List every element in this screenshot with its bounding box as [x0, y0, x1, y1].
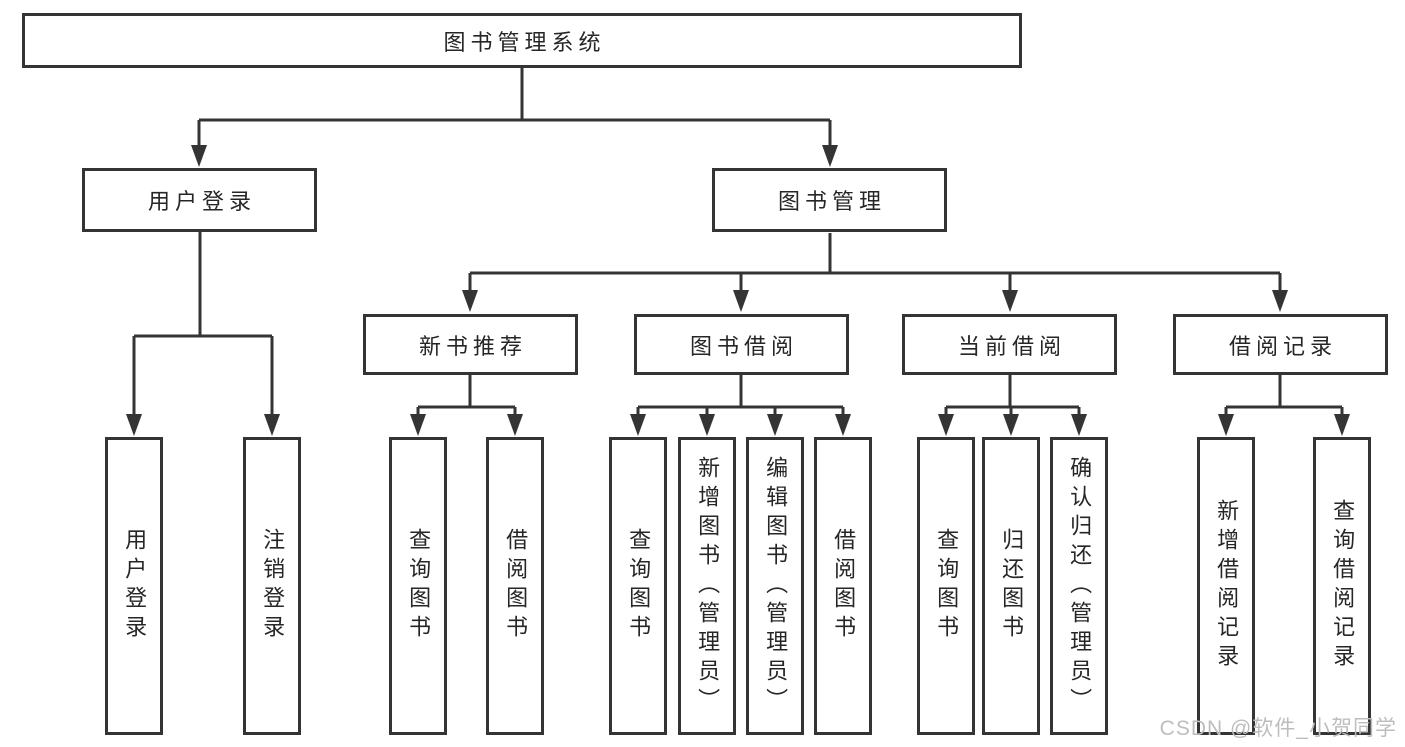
- node-current-borrowing: 当前借阅: [902, 314, 1117, 375]
- node-label: 编辑图书（管理员）: [763, 455, 789, 717]
- node-label: 借阅图书: [503, 528, 529, 644]
- node-label: 用户登录: [147, 189, 256, 214]
- node-label: 图书管理: [777, 189, 886, 214]
- leaf-borrowing-borrow-book: 借阅图书: [814, 437, 872, 735]
- arrowhead: [507, 414, 523, 436]
- node-label: 查询借阅记录: [1330, 499, 1356, 673]
- leaf-record-query-borrow-record: 查询借阅记录: [1313, 437, 1371, 735]
- leaf-record-add-borrow-record: 新增借阅记录: [1197, 437, 1255, 735]
- node-label: 图书借阅: [689, 333, 798, 359]
- node-library-management-system: 图书管理系统: [22, 13, 1022, 68]
- leaf-borrowing-query-book: 查询图书: [609, 437, 667, 735]
- node-borrowing-records: 借阅记录: [1173, 314, 1388, 375]
- leaf-user-login: 用户登录: [105, 437, 163, 735]
- arrowhead: [733, 290, 749, 312]
- node-label: 借阅记录: [1228, 333, 1337, 359]
- node-label: 确认归还（管理员）: [1067, 455, 1093, 717]
- node-label: 图书管理系统: [443, 29, 606, 55]
- node-label: 当前借阅: [957, 333, 1066, 359]
- arrowhead: [1272, 290, 1288, 312]
- arrowhead: [835, 414, 851, 436]
- node-user-login: 用户登录: [82, 168, 317, 232]
- node-label: 查询图书: [626, 528, 652, 644]
- node-label: 归还图书: [999, 528, 1025, 644]
- arrowhead: [1002, 290, 1018, 312]
- node-label: 查询图书: [934, 528, 960, 644]
- node-label: 新增借阅记录: [1214, 499, 1240, 673]
- arrowhead: [699, 414, 715, 436]
- leaf-recommend-query-book: 查询图书: [389, 437, 447, 735]
- arrowhead: [264, 414, 280, 436]
- leaf-recommend-borrow-book: 借阅图书: [486, 437, 544, 735]
- node-label: 借阅图书: [831, 528, 857, 644]
- arrowhead: [1218, 414, 1234, 436]
- leaf-borrowing-edit-book-admin: 编辑图书（管理员）: [746, 437, 804, 735]
- node-label: 注销登录: [260, 528, 286, 644]
- arrowhead: [191, 145, 207, 167]
- leaf-logout: 注销登录: [243, 437, 301, 735]
- watermark: CSDN @软件_小贺同学: [1159, 717, 1397, 740]
- arrowhead: [767, 414, 783, 436]
- node-label: 新书推荐: [418, 333, 527, 359]
- arrowhead: [126, 414, 142, 436]
- leaf-current-query-book: 查询图书: [917, 437, 975, 735]
- arrowhead: [410, 414, 426, 436]
- arrowhead: [1003, 414, 1019, 436]
- leaf-current-return-book: 归还图书: [982, 437, 1040, 735]
- arrowhead: [822, 145, 838, 167]
- node-label: 查询图书: [406, 528, 432, 644]
- arrowhead: [462, 290, 478, 312]
- node-book-borrowing: 图书借阅: [634, 314, 849, 375]
- node-book-management: 图书管理: [712, 168, 947, 232]
- arrowhead: [938, 414, 954, 436]
- arrowhead: [1334, 414, 1350, 436]
- leaf-current-confirm-return-admin: 确认归还（管理员）: [1050, 437, 1108, 735]
- arrowhead: [630, 414, 646, 436]
- node-new-book-recommendation: 新书推荐: [363, 314, 578, 375]
- leaf-borrowing-add-book-admin: 新增图书（管理员）: [678, 437, 736, 735]
- node-label: 用户登录: [122, 528, 148, 644]
- node-label: 新增图书（管理员）: [695, 455, 721, 717]
- arrowhead: [1071, 414, 1087, 436]
